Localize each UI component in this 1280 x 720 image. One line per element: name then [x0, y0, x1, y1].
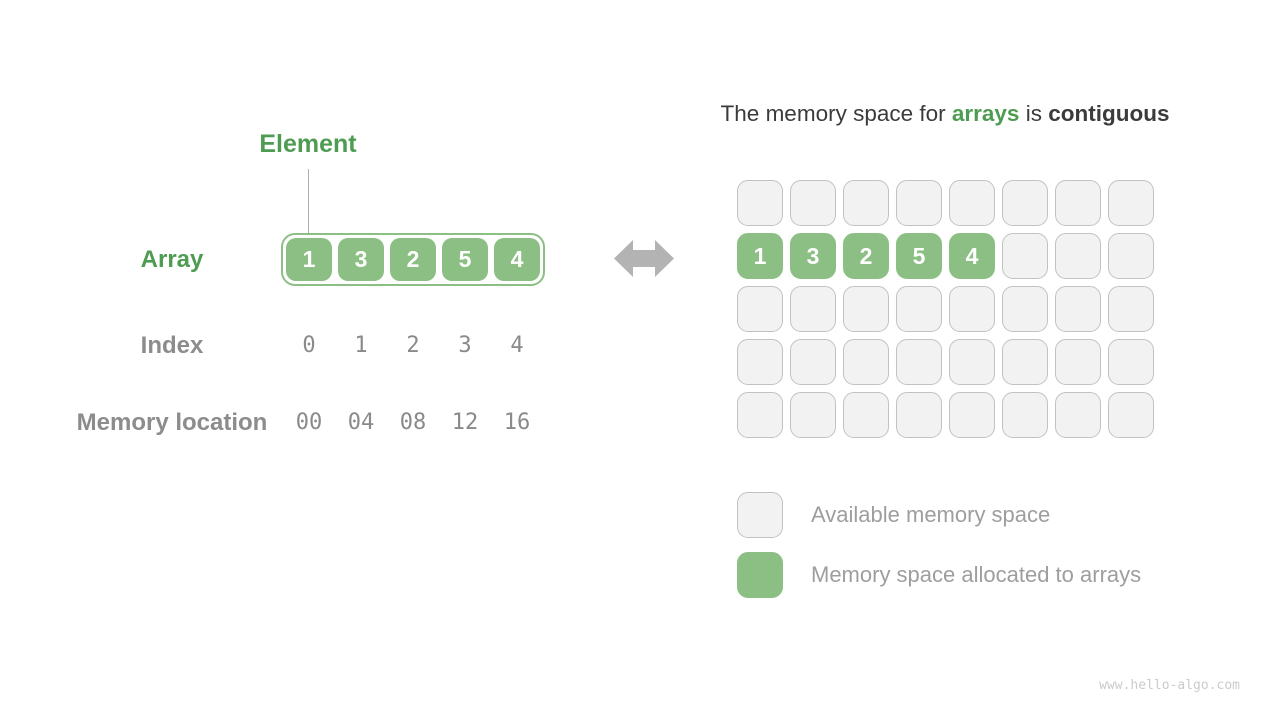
memory-grid-cell: [843, 392, 889, 438]
index-value: 1: [354, 332, 368, 358]
index-value: 0: [302, 332, 316, 358]
index-value: 4: [510, 332, 524, 358]
title-prefix: The memory space for: [720, 101, 952, 126]
memory-grid-cell: [896, 392, 942, 438]
memory-grid-cell: [737, 339, 783, 385]
legend-label: Available memory space: [811, 502, 1051, 527]
memory-grid-cell-allocated: 2: [843, 233, 889, 279]
array-cell: 1: [286, 238, 332, 281]
array-label: Array: [140, 246, 204, 273]
memory-grid-cell: [949, 339, 995, 385]
memory-grid-cell-allocated: 1: [737, 233, 783, 279]
memory-value: 00: [295, 409, 323, 435]
memory-grid-cell: [949, 286, 995, 332]
memory-grid-cell-allocated: 5: [896, 233, 942, 279]
memory-grid-cell: [1108, 233, 1154, 279]
memory-grid-cell: [1055, 233, 1101, 279]
memory-grid-cell: [896, 339, 942, 385]
array-cell: 2: [390, 238, 436, 281]
memory-grid-cell: [949, 392, 995, 438]
diagram-title: The memory space for arrays is contiguou…: [650, 101, 1240, 127]
memory-location-label: Memory location: [76, 409, 268, 436]
memory-grid-cell: [790, 180, 836, 226]
title-highlight-arrays: arrays: [951, 101, 1020, 126]
memory-grid-cell: [1055, 180, 1101, 226]
allocated-swatch-icon: [737, 552, 783, 598]
legend-label: Memory space allocated to arrays: [811, 562, 1142, 587]
memory-grid-cell: [737, 180, 783, 226]
element-label: Element: [259, 130, 357, 158]
memory-grid-cell: [1055, 339, 1101, 385]
memory-grid-cell-allocated: 4: [949, 233, 995, 279]
memory-value: 04: [347, 409, 375, 435]
memory-value: 08: [399, 409, 427, 435]
element-connector-line: [308, 169, 309, 233]
memory-value: 12: [451, 409, 479, 435]
memory-value: 16: [503, 409, 531, 435]
array-cell: 3: [338, 238, 384, 281]
memory-grid-cell: [1002, 392, 1048, 438]
memory-grid-cell: [1108, 180, 1154, 226]
memory-grid-cell: [896, 286, 942, 332]
memory-grid-cell: [843, 339, 889, 385]
memory-grid-cell: [1055, 286, 1101, 332]
memory-grid-cell: [1108, 392, 1154, 438]
left-right-arrow-icon: [613, 236, 675, 281]
legend-item: Available memory space: [737, 492, 1141, 538]
memory-row: 00 04 08 12 16: [286, 408, 540, 436]
memory-grid-cell: [1055, 392, 1101, 438]
memory-grid-cell: [1002, 339, 1048, 385]
memory-grid-cell: [1108, 286, 1154, 332]
title-middle: is: [1019, 101, 1049, 126]
memory-grid-cell: [1002, 180, 1048, 226]
memory-grid-cell: [737, 286, 783, 332]
memory-grid-cell: [843, 180, 889, 226]
memory-grid-cell-allocated: 3: [790, 233, 836, 279]
watermark: www.hello-algo.com: [1099, 678, 1240, 693]
title-emphasis-contiguous: contiguous: [1048, 101, 1170, 126]
memory-grid-cell: [843, 286, 889, 332]
memory-grid-cell: [1002, 233, 1048, 279]
legend-item: Memory space allocated to arrays: [737, 552, 1141, 598]
memory-grid-cell: [1108, 339, 1154, 385]
index-value: 3: [458, 332, 472, 358]
array-cell: 4: [494, 238, 540, 281]
index-row: 0 1 2 3 4: [286, 331, 540, 359]
memory-grid-cell: [790, 339, 836, 385]
index-label: Index: [140, 332, 204, 359]
memory-grid-cell: [896, 180, 942, 226]
memory-grid-cell: [737, 392, 783, 438]
memory-grid-cell: [790, 392, 836, 438]
memory-grid-cell: [790, 286, 836, 332]
available-swatch-icon: [737, 492, 783, 538]
memory-grid-cell: [949, 180, 995, 226]
array-cell: 5: [442, 238, 488, 281]
memory-grid-cell: [1002, 286, 1048, 332]
index-value: 2: [406, 332, 420, 358]
